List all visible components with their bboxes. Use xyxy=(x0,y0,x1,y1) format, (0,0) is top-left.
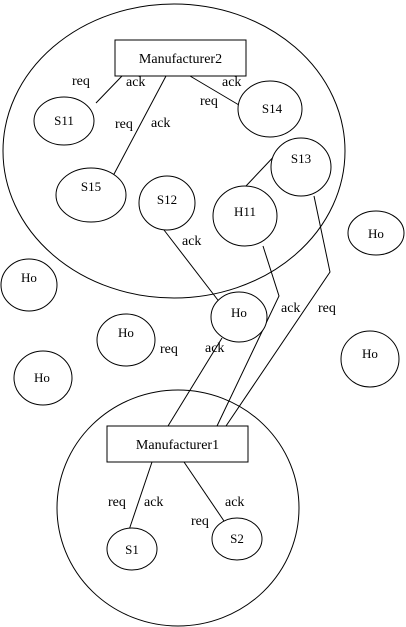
svg-text:Ho: Ho xyxy=(34,370,50,385)
svg-text:Ho: Ho xyxy=(231,305,247,320)
label-req-m1-s1: req xyxy=(108,495,126,510)
svg-text:Ho: Ho xyxy=(368,226,384,241)
svg-text:S14: S14 xyxy=(262,101,283,116)
manufacturer1-label: Manufacturer1 xyxy=(136,438,219,453)
manufacturer1-box: Manufacturer1 xyxy=(106,425,249,463)
label-ack-m1-s2: ack xyxy=(225,495,244,510)
svg-text:S1: S1 xyxy=(125,542,139,557)
label-ack-s12-ho: ack xyxy=(182,234,201,249)
node-h11: H11 xyxy=(212,185,278,247)
svg-text:Ho: Ho xyxy=(118,325,134,340)
edge-ho-m1 xyxy=(167,337,223,427)
label-ack-m2-s11: ack xyxy=(126,75,145,90)
node-s14: S14 xyxy=(237,80,303,138)
edge-m2-s14 xyxy=(189,75,245,109)
edge-m1-s2 xyxy=(183,461,225,522)
edge-m1-s1 xyxy=(127,461,153,534)
edge-m2-s11 xyxy=(95,75,123,104)
svg-text:S12: S12 xyxy=(157,192,177,207)
svg-text:S13: S13 xyxy=(291,151,311,166)
manufacturer2-box: Manufacturer2 xyxy=(114,39,247,77)
label-req-m2-s15: req xyxy=(115,117,133,132)
label-ack-ho-m1: ack xyxy=(205,341,224,356)
svg-text:H11: H11 xyxy=(234,204,256,219)
edge-s12-ho xyxy=(163,229,225,309)
label-req-m2-s14: req xyxy=(200,94,218,109)
node-ho-right-mid: Ho xyxy=(340,330,400,388)
node-ho-right-top: Ho xyxy=(347,210,405,256)
node-ho-left-low: Ho xyxy=(13,350,73,406)
node-s15: S15 xyxy=(55,167,127,223)
label-req-m1-s2: req xyxy=(191,514,209,529)
label-ack-h11-m1: ack xyxy=(281,301,300,316)
label-req-s13-m1: req xyxy=(318,301,336,316)
node-s1: S1 xyxy=(106,527,158,571)
svg-text:Ho: Ho xyxy=(362,346,378,361)
node-ho-center: Ho xyxy=(210,291,268,343)
label-req-m2-s11: req xyxy=(72,74,90,89)
svg-text:Ho: Ho xyxy=(21,270,37,285)
manufacturer2-region xyxy=(2,3,346,299)
label-req-ho-m1: req xyxy=(160,342,178,357)
manufacturer2-label: Manufacturer2 xyxy=(139,52,222,67)
edge-m2-s15 xyxy=(112,75,167,177)
svg-text:S15: S15 xyxy=(81,179,101,194)
label-ack-m2-s14: ack xyxy=(222,75,241,90)
svg-text:S2: S2 xyxy=(230,531,244,546)
node-s2: S2 xyxy=(211,517,263,561)
node-s13: S13 xyxy=(270,137,332,197)
svg-text:S11: S11 xyxy=(54,113,74,128)
label-ack-m1-s1: ack xyxy=(144,495,163,510)
node-s11: S11 xyxy=(33,96,95,146)
node-ho-left-top: Ho xyxy=(0,258,58,312)
node-s12: S12 xyxy=(138,175,196,231)
edge-h11-m1 xyxy=(216,245,280,427)
label-ack-m2-s15: ack xyxy=(151,116,170,131)
manufacturer1-region xyxy=(56,389,300,627)
edge-s13-m1 xyxy=(225,195,331,427)
node-ho-left-mid: Ho xyxy=(96,313,156,367)
